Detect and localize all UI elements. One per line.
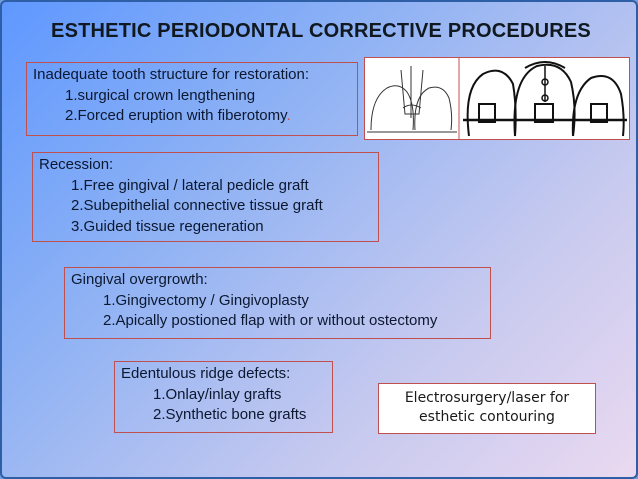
callout-electrosurgery: Electrosurgery/laser for esthetic contou… <box>378 383 596 434</box>
section-gingival-overgrowth: Gingival overgrowth: 1.Gingivectomy / Gi… <box>64 267 491 339</box>
callout-line: esthetic contouring <box>419 409 555 425</box>
list-item: 1.Onlay/inlay grafts <box>153 385 282 403</box>
orthodontic-forced-eruption-illustration <box>364 57 630 140</box>
section-heading: Edentulous ridge defects: <box>121 365 291 382</box>
section-heading: Gingival overgrowth: <box>71 271 208 288</box>
slide-title: ESTHETIC PERIODONTAL CORRECTIVE PROCEDUR… <box>51 20 591 42</box>
list-item: 2.Apically postioned flap with or withou… <box>103 312 438 329</box>
callout-line: Electrosurgery/laser for <box>404 390 570 406</box>
section-heading: Recession: <box>39 156 114 173</box>
section-inadequate-tooth-structure: Inadequate tooth structure for restorati… <box>26 62 358 136</box>
list-item: 3.Guided tissue regeneration <box>71 217 264 235</box>
list-item: 1.surgical crown lengthening <box>65 86 256 104</box>
list-item: 1.Free gingival / lateral pedicle graft <box>71 176 309 194</box>
section-heading: Inadequate tooth structure for restorati… <box>33 66 309 83</box>
teeth-illustration-icon <box>367 58 627 139</box>
section-edentulous-ridge-defects: Edentulous ridge defects: 1.Onlay/inlay … <box>114 361 333 433</box>
trailing-mark: . <box>286 107 291 124</box>
list-item: 2.Subepithelial connective tissue graft <box>71 197 323 214</box>
list-item-text: 2.Forced eruption with fiberotomy <box>65 107 287 124</box>
section-recession: Recession: 1.Free gingival / lateral ped… <box>32 152 379 242</box>
list-item: 2.Synthetic bone grafts <box>153 406 307 423</box>
list-item: 1.Gingivectomy / Gingivoplasty <box>103 291 309 309</box>
list-item: 2.Forced eruption with fiberotomy. <box>33 106 351 127</box>
